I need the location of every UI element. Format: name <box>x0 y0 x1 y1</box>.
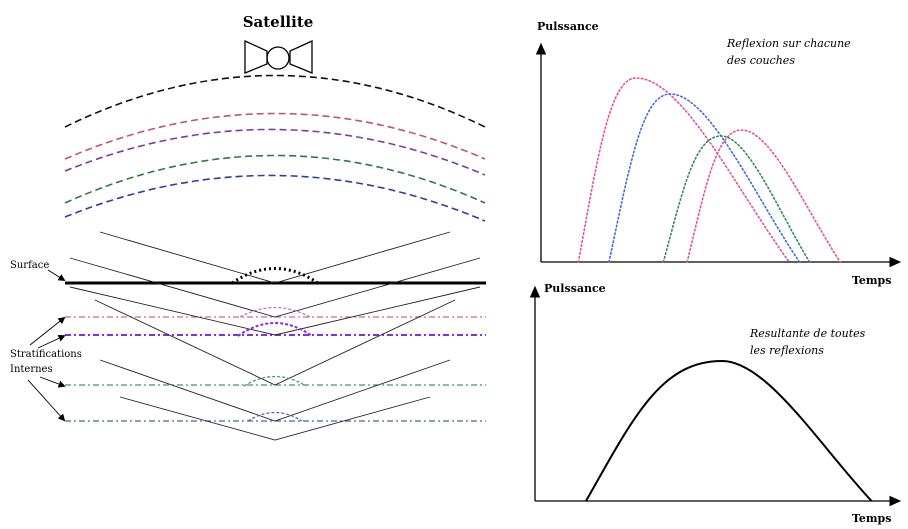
bottom-annotation-line2: les reflexions <box>750 344 824 357</box>
wavefront-black <box>64 74 486 128</box>
surface-arrow <box>47 269 66 281</box>
bottom-annotation-line1: Resultante de toutes <box>749 327 866 340</box>
pulse-curve-layer-1 <box>577 77 790 263</box>
top-ylabel: Pulssance <box>537 20 599 33</box>
incident-wavefronts <box>64 74 486 222</box>
top-chart: Pulssance Temps Reflexion sur chacune de… <box>535 20 902 287</box>
top-annotation-line1: Reflexion sur chacune <box>726 37 851 50</box>
strat-label-line2: Internes <box>10 364 53 375</box>
satellite-title: Satellite <box>243 13 314 31</box>
wavefront-blue <box>64 174 486 222</box>
bottom-chart: Pulssance Temps Resultante de toutes les… <box>529 282 902 525</box>
strat-label-line1: Stratifications <box>10 349 82 360</box>
strat-arrows <box>27 316 66 422</box>
wavefront-magenta <box>64 112 486 160</box>
top-xlabel: Temps <box>852 274 891 287</box>
pulse-curve-layer-4 <box>686 129 841 263</box>
reflection-domes <box>231 267 319 422</box>
left-panel: Satellite <box>10 13 486 441</box>
pulse-curve-layer-3 <box>662 135 811 263</box>
bottom-xlabel: Temps <box>852 512 891 525</box>
bottom-ylabel: Pulssance <box>544 282 606 295</box>
pulse-curve-resultant <box>585 359 873 502</box>
surface-label: Surface <box>10 260 49 271</box>
top-plot-area <box>577 77 841 263</box>
reflection-rays <box>69 231 481 441</box>
satellite-icon <box>244 39 313 74</box>
wavefront-green <box>64 154 486 204</box>
wavefront-purple <box>64 128 486 176</box>
bottom-plot-area <box>585 359 873 502</box>
pulse-curve-layer-2 <box>608 93 801 263</box>
top-annotation-line2: des couches <box>727 54 795 67</box>
